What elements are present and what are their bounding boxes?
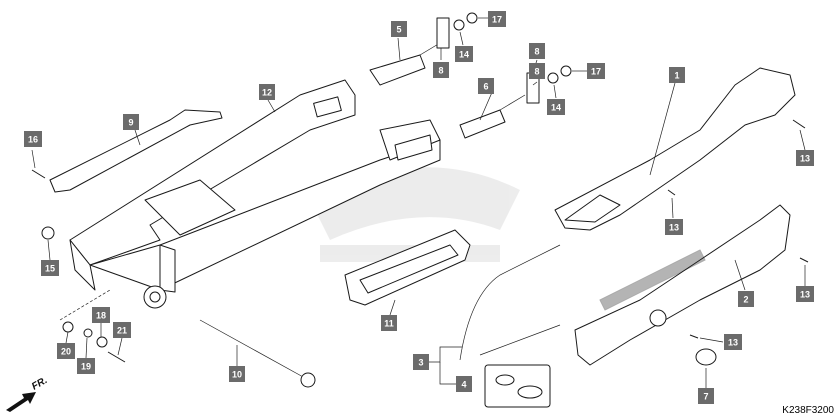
callout-17a[interactable]: 17: [488, 11, 506, 27]
callout-5[interactable]: 5: [391, 21, 407, 37]
callout-12[interactable]: 12: [259, 84, 275, 100]
callout-10[interactable]: 10: [229, 366, 245, 382]
front-arrow-icon: [6, 392, 36, 412]
callout-8b[interactable]: 8: [529, 43, 545, 59]
callout-13a[interactable]: 13: [796, 150, 814, 166]
callout-1[interactable]: 1: [669, 67, 685, 83]
callout-label: 18: [96, 311, 106, 321]
callout-label: 14: [459, 50, 469, 60]
front-label: FR.: [30, 375, 49, 393]
callout-label: 14: [551, 103, 561, 113]
callout-label: 16: [28, 135, 38, 145]
callout-label: 8: [438, 66, 443, 76]
callout-label: 13: [800, 154, 810, 164]
callout-19[interactable]: 19: [77, 358, 95, 374]
diagram-code: K238F3200: [782, 405, 834, 416]
callout-13c[interactable]: 13: [796, 286, 814, 302]
callout-label: 10: [232, 370, 242, 380]
upper-chain-case-part[interactable]: [554, 67, 796, 231]
callout-3[interactable]: 3: [413, 354, 429, 370]
callout-label: 19: [81, 362, 91, 372]
callout-label: 20: [61, 347, 71, 357]
callout-label: 7: [703, 392, 708, 402]
callout-8c[interactable]: 8: [529, 63, 545, 79]
leader-lines: [31, 17, 806, 388]
hardware-parts[interactable]: [31, 12, 809, 366]
callout-9[interactable]: 9: [123, 114, 139, 130]
callout-label: 8: [534, 67, 539, 77]
callout-label: 2: [743, 295, 748, 305]
callout-label: 17: [492, 15, 502, 25]
pivot-bolt-part[interactable]: [199, 319, 316, 388]
callout-7[interactable]: 7: [698, 388, 714, 404]
callout-20[interactable]: 20: [57, 343, 75, 359]
callout-13d[interactable]: 13: [724, 334, 742, 350]
callout-label: 4: [461, 380, 466, 390]
chain-adjuster-right-part[interactable]: [459, 94, 526, 139]
callout-18[interactable]: 18: [92, 307, 110, 323]
callout-label: 1: [674, 71, 679, 81]
callout-label: 6: [483, 82, 488, 92]
callout-label: 13: [728, 338, 738, 348]
callout-label: 17: [591, 67, 601, 77]
chain-guide-part[interactable]: [49, 109, 223, 193]
callout-2[interactable]: 2: [738, 291, 754, 307]
callout-label: 3: [418, 358, 423, 368]
chain-joint-part[interactable]: [484, 364, 551, 408]
callout-label: 12: [262, 88, 272, 98]
callout-label: 21: [117, 326, 127, 336]
callout-17b[interactable]: 17: [587, 63, 605, 79]
callout-label: 13: [669, 223, 679, 233]
callout-15[interactable]: 15: [41, 260, 59, 276]
callout-14a[interactable]: 14: [455, 46, 473, 62]
callout-label: 13: [800, 290, 810, 300]
drive-chain-part[interactable]: [459, 244, 561, 361]
lower-chain-case-part[interactable]: [574, 204, 791, 366]
callout-label: 11: [384, 319, 394, 329]
callout-21[interactable]: 21: [113, 322, 131, 338]
callout-11[interactable]: 11: [381, 315, 397, 331]
front-direction-indicator: FR.: [6, 375, 49, 412]
chain-slider-part[interactable]: [344, 229, 471, 306]
callout-label: 8: [534, 47, 539, 57]
callout-label: 9: [128, 118, 133, 128]
callout-label: 15: [45, 264, 55, 274]
callout-label: 5: [396, 25, 401, 35]
swingarm-part[interactable]: [69, 79, 441, 309]
callout-4[interactable]: 4: [456, 376, 472, 392]
callout-14b[interactable]: 14: [547, 99, 565, 115]
callout-6[interactable]: 6: [478, 78, 494, 94]
callout-8a[interactable]: 8: [433, 62, 449, 78]
callout-16[interactable]: 16: [24, 131, 42, 147]
callout-13b[interactable]: 13: [665, 219, 683, 235]
